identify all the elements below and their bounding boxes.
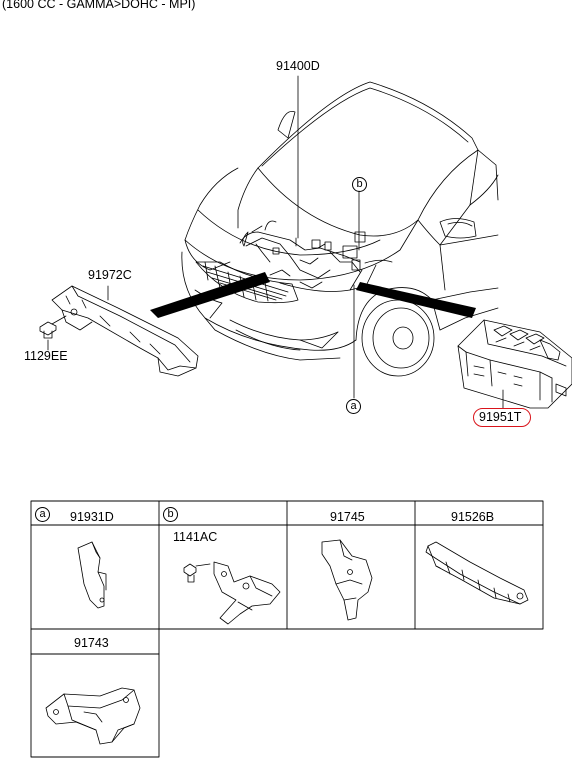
part-91745-drawing — [321, 539, 373, 621]
callout-label-bolt: 1129EE — [24, 349, 68, 363]
table-marker-b: b — [163, 507, 178, 522]
highlighted-callout-junction-box[interactable]: 91951T — [473, 408, 531, 427]
part-91931d-drawing — [77, 541, 107, 609]
callout-label-bracket: 91972C — [88, 268, 132, 282]
bolt-part-1129ee — [39, 315, 67, 339]
table-part-91745: 91745 — [330, 510, 365, 524]
table-part-1141ac: 1141AC — [173, 530, 218, 544]
bracket-part-91972c — [51, 285, 199, 377]
part-91743-drawing — [45, 687, 141, 745]
part-91526b-drawing — [425, 541, 529, 605]
part-1141ac-drawing — [183, 561, 281, 625]
table-marker-a: a — [35, 507, 50, 522]
junction-box-part-91951t — [457, 319, 572, 409]
callout-label-main-harness: 91400D — [276, 59, 320, 73]
marker-a: a — [346, 399, 361, 414]
parts-table-grid — [30, 500, 544, 758]
table-part-91743: 91743 — [74, 636, 109, 650]
table-part-91526b: 91526B — [451, 510, 495, 524]
marker-b: b — [352, 177, 367, 192]
diagram-subtitle: (1600 CC - GAMMA>DOHC - MPI) — [2, 0, 196, 11]
car-illustration — [181, 81, 499, 377]
callout-label-junction-box: 91951T — [479, 410, 522, 424]
table-part-91931d: 91931D — [70, 510, 114, 524]
callout-sweep-right — [356, 282, 476, 318]
callout-sweep-left — [150, 272, 270, 318]
